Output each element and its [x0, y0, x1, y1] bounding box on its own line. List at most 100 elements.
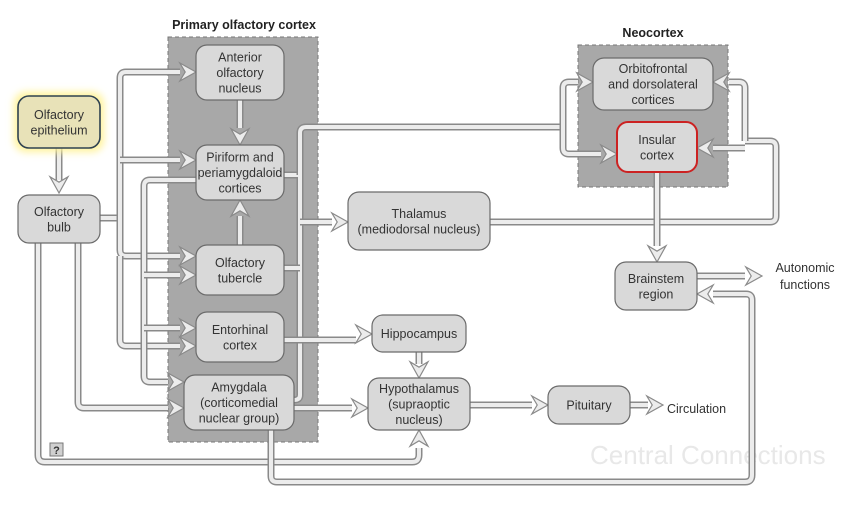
arrowhead-to-brainstem	[646, 244, 668, 264]
node-bulb-box	[17, 194, 101, 244]
arrowhead-to-tubercle-2	[178, 264, 198, 286]
arrowhead-to-amygdala-2	[166, 397, 186, 419]
arrowhead-to-insular-left	[599, 143, 619, 165]
node-hippocampus-label-1: Hippocampus	[381, 327, 457, 341]
node-orbitofrontal-label-2: and dorsolateral	[608, 78, 698, 92]
node-entorhinal-label-1: Entorhinal	[212, 323, 268, 337]
connector-layer	[34, 61, 780, 486]
node-piriform-label-1: Piriform and	[206, 151, 273, 165]
connector-bulb-entorhinal	[116, 256, 180, 350]
arrowhead-to-brainstem-from-amygdala	[695, 283, 715, 305]
node-hypothalamus-label-1: Hypothalamus	[379, 382, 459, 396]
arrowhead-to-anterior	[178, 61, 198, 83]
connector-bulb-hypothalamus	[34, 243, 423, 466]
node-tubercle-label-2: tubercle	[218, 271, 263, 285]
arrowhead-to-pituitary	[530, 394, 550, 416]
node-brainstem-label-1: Brainstem	[628, 272, 684, 286]
arrowhead-to-entorhinal	[178, 335, 198, 357]
node-insular-box	[616, 121, 698, 173]
connector-to-orbitofrontal-left	[559, 78, 578, 127]
node-amygdala[interactable]: Amygdala(corticomedial nuclear group)	[183, 374, 295, 431]
help-badge-text: ?	[53, 445, 60, 457]
connector-to-orbitofrontal-right	[729, 78, 749, 141]
arrowhead-to-orbitofrontal-right	[711, 71, 731, 93]
arrowhead-to-hypothalamus-2	[408, 360, 430, 380]
node-hypothalamus-label-3: nucleus)	[395, 413, 442, 427]
node-hippocampus-box	[371, 314, 467, 353]
arrowhead-to-hypothalamus-3	[350, 397, 370, 419]
connector-bulb-tubercle	[116, 218, 180, 260]
node-layer: OlfactoryepitheliumOlfactorybulbAnterior…	[17, 44, 714, 431]
node-amygdala-box	[183, 374, 295, 431]
connector-primary-right-rail	[284, 171, 304, 404]
connector-bulb-anterior	[116, 68, 180, 218]
node-amygdala-label-2: (corticomedial	[200, 396, 278, 410]
node-hippocampus[interactable]: Hippocampus	[371, 314, 467, 353]
node-pituitary-box	[547, 385, 631, 425]
node-thalamus-label-2: (mediodorsal nucleus)	[358, 222, 481, 236]
arrowhead-to-autonomic	[744, 265, 764, 287]
node-anterior-label-3: nucleus	[218, 82, 261, 96]
connector-piriform-neocortex	[296, 123, 563, 175]
arrowhead-to-tubercle	[178, 245, 198, 267]
connector-bulb-amygdala	[74, 243, 168, 412]
node-insular-label-1: Insular	[638, 133, 676, 147]
node-amygdala-label-1: Amygdala	[211, 381, 267, 395]
arrowhead-to-hypothalamus-1	[408, 428, 430, 448]
node-bulb-label-1: Olfactory	[34, 205, 85, 219]
arrowhead-to-piriform-from-anterior	[229, 127, 251, 147]
neocortex-title: Neocortex	[622, 26, 683, 40]
node-brainstem-label-2: region	[639, 287, 674, 301]
node-thalamus[interactable]: Thalamus(mediodorsal nucleus)	[347, 191, 491, 251]
node-orbitofrontal-label-1: Orbitofrontal	[619, 62, 688, 76]
node-brainstem-box	[614, 261, 698, 311]
node-anterior-label-1: Anterior	[218, 51, 262, 65]
arrowhead-to-bulb	[48, 175, 70, 195]
node-anterior-box	[195, 44, 285, 101]
connector-thalamus-neocortex	[490, 137, 780, 226]
connector-to-insular-left	[559, 127, 601, 158]
node-tubercle-box	[195, 244, 285, 296]
node-pituitary[interactable]: Pituitary	[547, 385, 631, 425]
node-hypothalamus-label-2: (supraoptic	[388, 398, 450, 412]
node-hypothalamus-box	[367, 377, 471, 431]
node-piriform-label-2: periamygdaloid	[198, 166, 283, 180]
node-insular-label-2: cortex	[640, 148, 675, 162]
arrowhead-to-piriform-from-tubercle	[229, 198, 251, 218]
node-entorhinal-label-2: cortex	[223, 338, 258, 352]
node-orbitofrontal-label-3: cortices	[631, 93, 674, 107]
node-amygdala-label-3: nuclear group)	[199, 412, 280, 426]
primary-olfactory-cortex-title: Primary olfactory cortex	[172, 18, 316, 32]
node-anterior-label-2: olfactory	[216, 66, 264, 80]
node-thalamus-label-1: Thalamus	[392, 207, 447, 221]
node-piriform-label-3: cortices	[218, 182, 261, 196]
arrowhead-to-circulation	[645, 394, 665, 416]
arrowhead-to-piriform	[178, 149, 198, 171]
arrowhead-to-entorhinal-2	[178, 317, 198, 339]
arrowhead-to-hippocampus	[354, 323, 374, 345]
arrowhead-to-amygdala-1	[166, 371, 186, 393]
connector-amygdala-brainstem	[267, 290, 756, 486]
node-orbitofrontal-box	[592, 57, 714, 111]
node-tubercle-label-1: Olfactory	[215, 256, 266, 270]
help-badge[interactable]: ?	[49, 442, 64, 457]
node-piriform-box	[195, 144, 285, 201]
node-entorhinal-box	[195, 311, 285, 363]
autonomic-functions-label-1: Autonomic	[775, 261, 834, 275]
node-epithelium-label-2: epithelium	[31, 123, 88, 137]
connector-inner-rail	[140, 176, 196, 386]
autonomic-functions-label-2: functions	[780, 278, 830, 292]
node-epithelium-label-1: Olfactory	[34, 108, 85, 122]
node-epithelium-box	[17, 95, 101, 149]
